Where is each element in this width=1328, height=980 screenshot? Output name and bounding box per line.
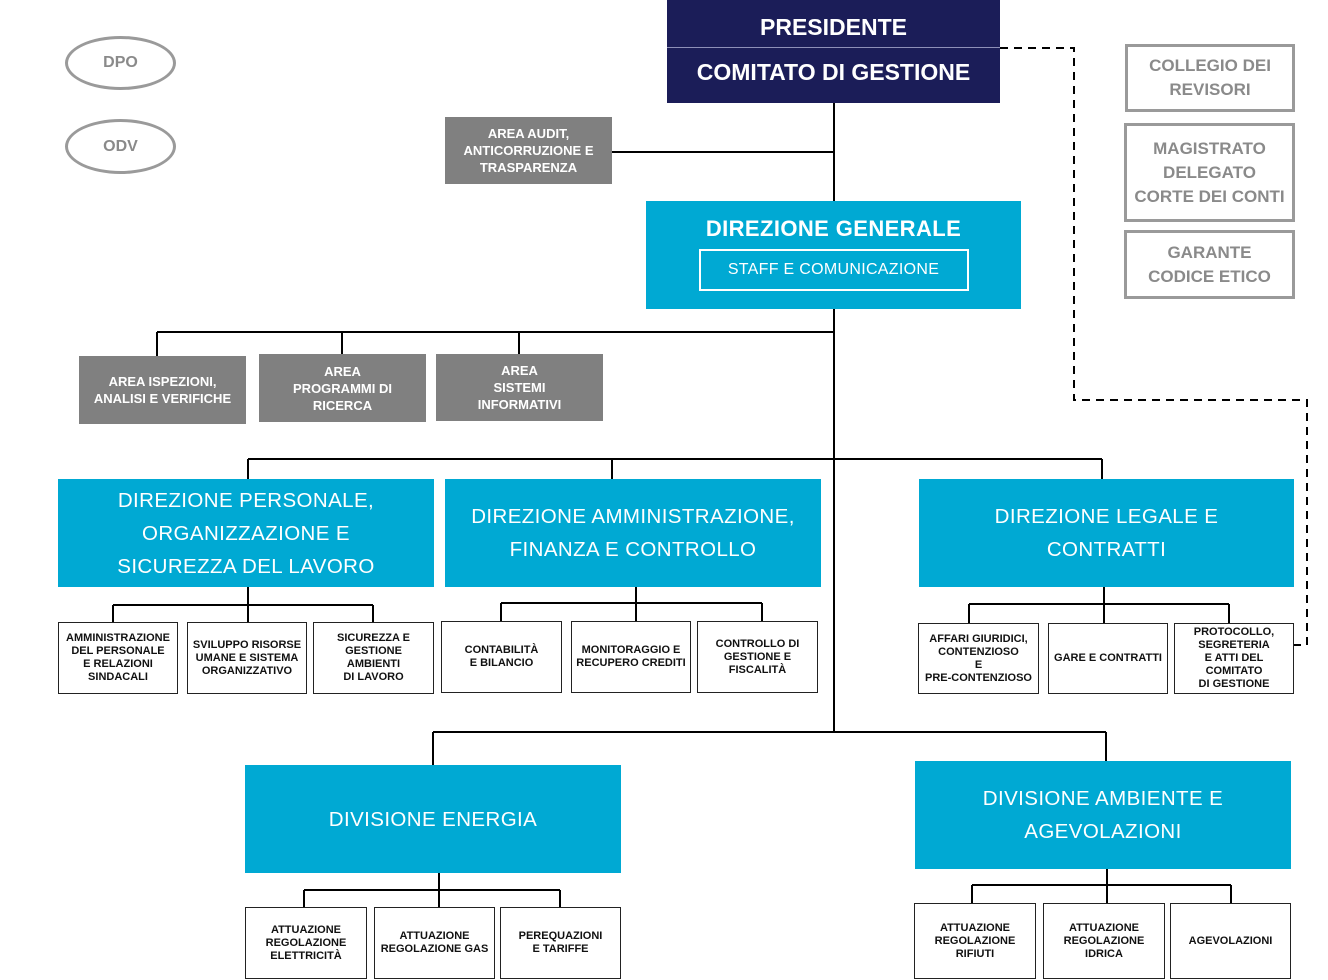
unit-controllo-gestione: CONTROLLO DI GESTIONE E FISCALITÀ	[697, 621, 818, 693]
odv-oval: ODV	[65, 119, 176, 174]
unit-label: GARE E CONTRATTI	[1054, 652, 1162, 664]
unit-perequazioni-tariffe: PEREQUAZIONI E TARIFFE	[500, 907, 621, 979]
garante-codice-etico-label: GARANTE CODICE ETICO	[1148, 242, 1271, 286]
area-audit-label: AREA AUDIT, ANTICORRUZIONE E TRASPARENZA	[463, 126, 594, 175]
collegio-revisori-label: COLLEGIO DEI REVISORI	[1149, 56, 1271, 99]
divisione-ambiente-title: DIVISIONE AMBIENTE E AGEVOLAZIONI	[982, 787, 1224, 843]
unit-regolazione-rifiuti: ATTUAZIONE REGOLAZIONE RIFIUTI	[914, 903, 1036, 979]
unit-label: AMMINISTRAZIONE DEL PERSONALE E RELAZION…	[66, 632, 170, 683]
unit-label: AGEVOLAZIONI	[1188, 934, 1273, 947]
area-programmi-label: AREA PROGRAMMI DI RICERCA	[293, 363, 392, 413]
dpo-label: DPO	[103, 54, 138, 71]
divisione-energia-title: DIVISIONE ENERGIA	[328, 807, 538, 831]
direzione-amministrazione-title: DIREZIONE AMMINISTRAZIONE, FINANZA E CON…	[471, 505, 795, 561]
unit-protocollo-segreteria: PROTOCOLLO, SEGRETERIA E ATTI DEL COMITA…	[1174, 623, 1294, 694]
area-sistemi-box: AREA SISTEMI INFORMATIVI	[436, 354, 603, 421]
unit-label: SVILUPPO RISORSE UMANE E SISTEMA ORGANIZ…	[192, 638, 302, 677]
direzione-personale-box: DIREZIONE PERSONALE, ORGANIZZAZIONE E SI…	[58, 479, 434, 587]
divisione-energia-box: DIVISIONE ENERGIA	[245, 765, 621, 873]
unit-contabilita-bilancio: CONTABILITÀ E BILANCIO	[441, 621, 562, 693]
unit-regolazione-idrica: ATTUAZIONE REGOLAZIONE IDRICA	[1043, 903, 1165, 979]
unit-label: MONITORAGGIO E RECUPERO CREDITI	[576, 644, 686, 669]
unit-gare-contratti: GARE E CONTRATTI	[1048, 623, 1168, 694]
direzione-generale-title: DIREZIONE GENERALE	[705, 216, 962, 241]
magistrato-delegato-label: MAGISTRATO DELEGATO CORTE DEI CONTI	[1134, 138, 1285, 206]
unit-regolazione-gas: ATTUAZIONE REGOLAZIONE GAS	[374, 907, 495, 979]
direzione-personale-title: DIREZIONE PERSONALE, ORGANIZZAZIONE E SI…	[117, 488, 375, 578]
unit-label: ATTUAZIONE REGOLAZIONE IDRICA	[1063, 921, 1145, 960]
unit-label: ATTUAZIONE REGOLAZIONE ELETTRICITÀ	[265, 923, 347, 962]
garante-codice-etico-box: GARANTE CODICE ETICO	[1124, 230, 1295, 299]
direzione-generale-box: DIREZIONE GENERALE STAFF E COMUNICAZIONE	[646, 201, 1021, 309]
area-ispezioni-label: AREA ISPEZIONI, ANALISI E VERIFICHE	[93, 374, 232, 406]
staff-comunicazione-label: STAFF E COMUNICAZIONE	[727, 261, 940, 278]
area-sistemi-label: AREA SISTEMI INFORMATIVI	[477, 363, 562, 412]
unit-monitoraggio-crediti: MONITORAGGIO E RECUPERO CREDITI	[571, 621, 691, 693]
direzione-legale-title: DIREZIONE LEGALE E CONTRATTI	[994, 505, 1219, 561]
direzione-legale-box: DIREZIONE LEGALE E CONTRATTI	[919, 479, 1294, 587]
unit-amministrazione-personale: AMMINISTRAZIONE DEL PERSONALE E RELAZION…	[58, 622, 178, 694]
magistrato-delegato-box: MAGISTRATO DELEGATO CORTE DEI CONTI	[1124, 123, 1295, 222]
dpo-oval: DPO	[65, 36, 176, 90]
unit-label: CONTROLLO DI GESTIONE E FISCALITÀ	[715, 637, 800, 676]
presidente-comitato-box: PRESIDENTE COMITATO DI GESTIONE	[667, 0, 1000, 103]
divisione-ambiente-box: DIVISIONE AMBIENTE E AGEVOLAZIONI	[915, 761, 1291, 869]
unit-affari-giuridici: AFFARI GIURIDICI, CONTENZIOSO E PRE-CONT…	[918, 623, 1039, 694]
unit-label: ATTUAZIONE REGOLAZIONE GAS	[380, 930, 489, 955]
area-audit-box: AREA AUDIT, ANTICORRUZIONE E TRASPARENZA	[445, 117, 612, 184]
odv-label: ODV	[103, 137, 138, 155]
presidente-label: PRESIDENTE	[760, 14, 907, 40]
unit-sviluppo-risorse-umane: SVILUPPO RISORSE UMANE E SISTEMA ORGANIZ…	[187, 622, 307, 694]
unit-label: PEREQUAZIONI E TARIFFE	[518, 930, 603, 955]
comitato-label: COMITATO DI GESTIONE	[696, 58, 971, 85]
unit-agevolazioni: AGEVOLAZIONI	[1170, 903, 1291, 979]
unit-label: ATTUAZIONE REGOLAZIONE RIFIUTI	[934, 921, 1016, 960]
direzione-amministrazione-box: DIREZIONE AMMINISTRAZIONE, FINANZA E CON…	[445, 479, 821, 587]
area-programmi-box: AREA PROGRAMMI DI RICERCA	[259, 354, 426, 422]
collegio-revisori-box: COLLEGIO DEI REVISORI	[1125, 44, 1295, 112]
unit-sicurezza-ambienti-lavoro: SICUREZZA E GESTIONE AMBIENTI DI LAVORO	[313, 622, 434, 694]
unit-label: SICUREZZA E GESTIONE AMBIENTI DI LAVORO	[337, 632, 410, 683]
unit-label: PROTOCOLLO, SEGRETERIA E ATTI DEL COMITA…	[1193, 626, 1275, 690]
area-ispezioni-box: AREA ISPEZIONI, ANALISI E VERIFICHE	[79, 356, 246, 424]
unit-label: CONTABILITÀ E BILANCIO	[464, 644, 539, 669]
unit-label: AFFARI GIURIDICI, CONTENZIOSO E PRE-CONT…	[925, 632, 1032, 684]
staff-comunicazione-box: STAFF E COMUNICAZIONE	[698, 249, 969, 291]
unit-regolazione-elettricita: ATTUAZIONE REGOLAZIONE ELETTRICITÀ	[245, 907, 367, 979]
